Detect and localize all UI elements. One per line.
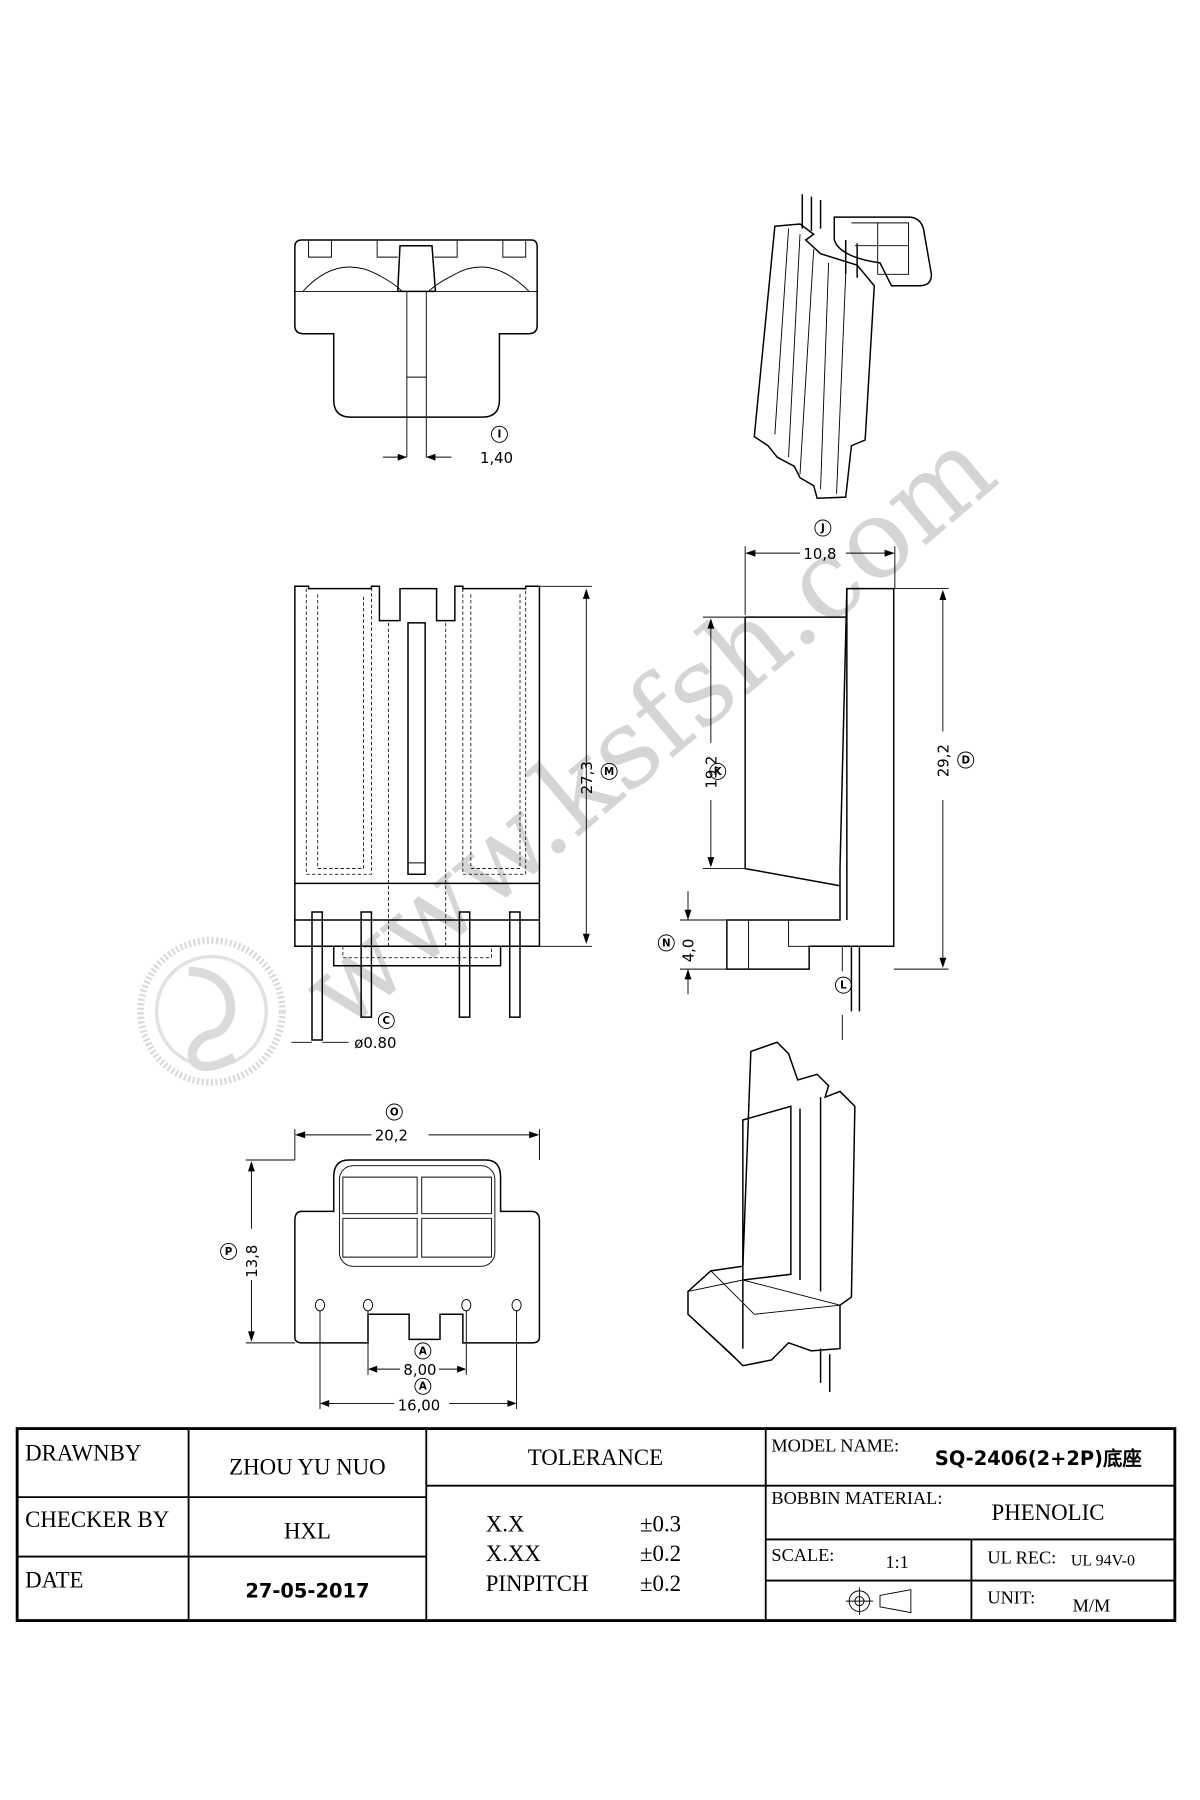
model-value: SQ-2406(2+2P)底座	[935, 1447, 1142, 1470]
tolerance-label: TOLERANCE	[528, 1445, 663, 1470]
dim-label-C: C	[383, 1015, 391, 1027]
dim-label-N: N	[662, 937, 671, 949]
tolerance-list: X.X ±0.3 X.XX ±0.2 PINPITCH ±0.2	[486, 1511, 681, 1595]
dim-value-N: 4,0	[680, 939, 698, 963]
dim-value-A1: 16,00	[398, 1396, 441, 1414]
dim-value-J: 10,8	[803, 545, 836, 563]
watermark-logo	[137, 937, 286, 1086]
dim-value-I: 1,40	[480, 449, 513, 467]
iso-view-bottom	[687, 1041, 856, 1392]
dim-label-A1: A	[419, 1381, 427, 1393]
projection-symbol-icon	[845, 1587, 912, 1615]
checker-value: HXL	[284, 1518, 331, 1543]
tolerance-value: ±0.2	[640, 1541, 681, 1566]
unit-label: UNIT:	[987, 1587, 1035, 1607]
unit-value: M/M	[1073, 1595, 1111, 1615]
dim-label-D: D	[961, 754, 970, 766]
material-label: BOBBIN MATERIAL:	[771, 1488, 942, 1508]
dim-label-J: J	[820, 522, 825, 534]
dim-value-A2: 8,00	[403, 1361, 436, 1379]
front-view: 27,3 M C ø0.80	[291, 585, 618, 1052]
tolerance-value: ±0.3	[640, 1511, 681, 1536]
tolerance-key: X.X	[486, 1511, 525, 1536]
scale-value: 1:1	[885, 1552, 908, 1572]
dim-label-P: P	[225, 1246, 233, 1258]
material-value: PHENOLIC	[992, 1500, 1105, 1525]
drawn-by-label: DRAWNBY	[25, 1441, 141, 1466]
dim-label-L: L	[840, 980, 847, 992]
pin-holes	[314, 1298, 522, 1312]
tolerance-key: X.XX	[486, 1541, 542, 1566]
dim-value-O: 20,2	[375, 1127, 408, 1145]
checker-label: CHECKER BY	[25, 1507, 169, 1532]
side-view: J 10,8 29,2 D 19,2 K 4,0 N L	[657, 519, 975, 1040]
dim-value-C: ø0.80	[354, 1034, 396, 1052]
dim-label-K: K	[714, 766, 723, 778]
iso-view-top	[753, 194, 933, 500]
dim-value-D: 29,2	[935, 744, 953, 777]
dim-label-I: I	[498, 429, 502, 441]
ul-label: UL REC:	[987, 1547, 1056, 1567]
top-view: I 1,40	[294, 239, 538, 467]
tolerance-value: ±0.2	[640, 1571, 681, 1596]
drawn-by-value: ZHOU YU NUO	[229, 1454, 386, 1479]
dim-value-M: 27,3	[578, 761, 596, 794]
model-label: MODEL NAME:	[771, 1435, 899, 1455]
bottom-view: O 20,2 13,8 P A 8,00 A 16,00	[220, 1103, 541, 1414]
dim-value-P: 13,8	[243, 1245, 261, 1278]
ul-value: UL 94V-0	[1071, 1553, 1135, 1570]
pins	[311, 911, 521, 1041]
date-value: 27-05-2017	[245, 1580, 369, 1603]
tolerance-key: PINPITCH	[486, 1571, 589, 1596]
dim-label-O: O	[390, 1106, 399, 1118]
title-block: DRAWNBY ZHOU YU NUO CHECKER BY HXL DATE …	[15, 1427, 1177, 1622]
scale-label: SCALE:	[771, 1545, 834, 1565]
date-label: DATE	[25, 1567, 83, 1592]
dim-label-A2: A	[419, 1345, 427, 1357]
dim-label-M: M	[604, 766, 614, 778]
